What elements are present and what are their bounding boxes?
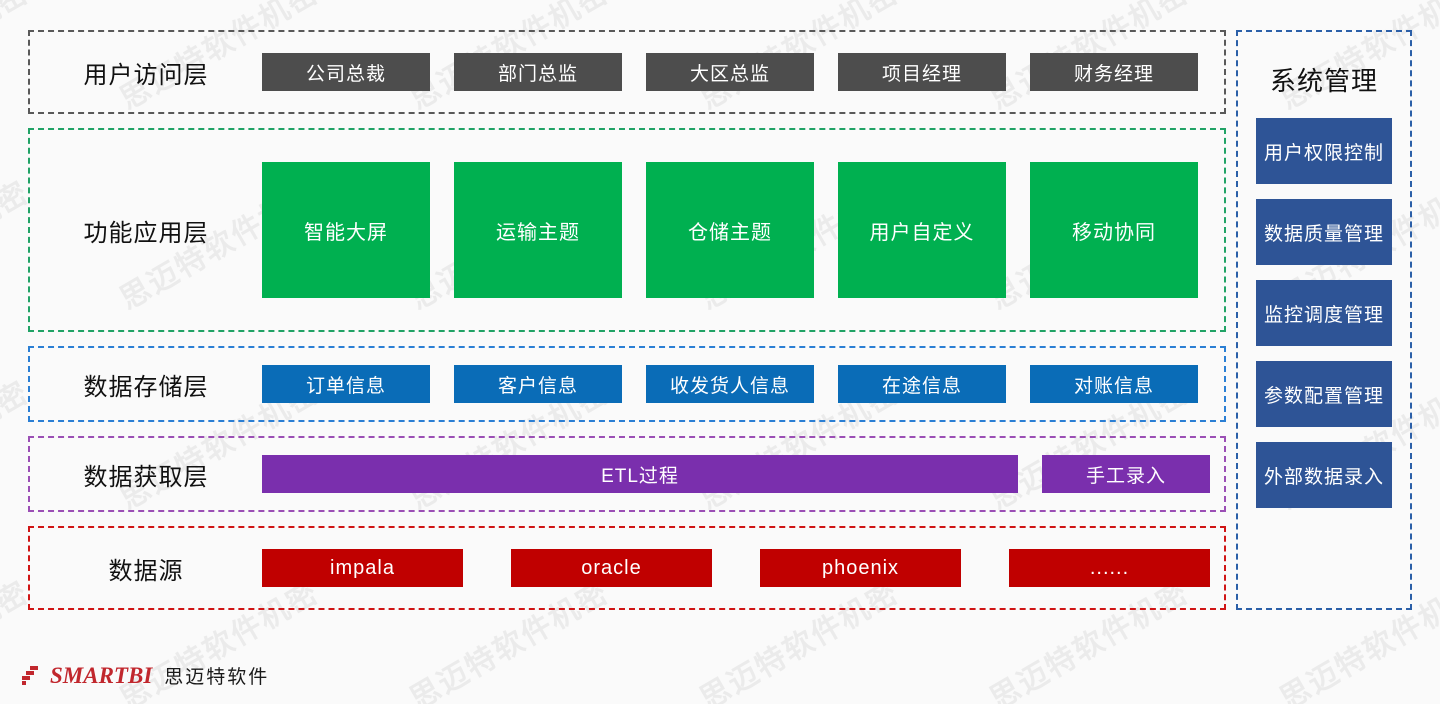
node-more[interactable]: ......: [1009, 549, 1210, 587]
layer-label-data-acquisition: 数据获取层: [83, 463, 209, 491]
layer-data-acquisition: 数据获取层 ETL过程 手工录入: [28, 436, 1226, 512]
layer-nodes-data-source: impala oracle phoenix ......: [262, 528, 1224, 608]
layer-nodes-user-access: 公司总裁 部门总监 大区总监 项目经理 财务经理: [262, 32, 1224, 112]
layer-data-source: 数据源 impala oracle phoenix ......: [28, 526, 1226, 610]
node-order-info[interactable]: 订单信息: [262, 365, 430, 403]
sidebar-item-external-data-entry[interactable]: 外部数据录入: [1256, 442, 1392, 508]
node-warehouse-topic[interactable]: 仓储主题: [646, 162, 814, 298]
node-finance-manager[interactable]: 财务经理: [1030, 53, 1198, 91]
layer-label-data-source: 数据源: [108, 557, 184, 585]
sidebar-item-parameter-config-management[interactable]: 参数配置管理: [1256, 361, 1392, 427]
node-impala[interactable]: impala: [262, 549, 463, 587]
sidebar-item-data-quality-management[interactable]: 数据质量管理: [1256, 199, 1392, 265]
node-mobile-collaboration[interactable]: 移动协同: [1030, 162, 1198, 298]
sidebar-item-user-permission-control[interactable]: 用户权限控制: [1256, 118, 1392, 184]
node-consignee-info[interactable]: 收发货人信息: [646, 365, 814, 403]
layer-label-functional-application: 功能应用层: [83, 219, 209, 247]
node-region-director[interactable]: 大区总监: [646, 53, 814, 91]
layer-functional-application: 功能应用层 智能大屏 运输主题 仓储主题 用户自定义 移动协同: [28, 128, 1226, 332]
layer-label-user-access: 用户访问层: [83, 61, 209, 89]
node-user-defined[interactable]: 用户自定义: [838, 162, 1006, 298]
sidebar-item-monitor-schedule-management[interactable]: 监控调度管理: [1256, 280, 1392, 346]
system-management-panel: 系统管理 用户权限控制 数据质量管理 监控调度管理 参数配置管理 外部数据录入: [1236, 30, 1412, 610]
smartbi-wordmark: SMARTBI: [50, 662, 153, 688]
layer-data-storage: 数据存储层 订单信息 客户信息 收发货人信息 在途信息 对账信息: [28, 346, 1226, 422]
node-company-president[interactable]: 公司总裁: [262, 53, 430, 91]
system-management-title: 系统管理: [1269, 65, 1378, 96]
layer-label-data-storage: 数据存储层: [83, 373, 209, 401]
node-project-manager[interactable]: 项目经理: [838, 53, 1006, 91]
node-reconciliation-info[interactable]: 对账信息: [1030, 365, 1198, 403]
node-etl-process[interactable]: ETL过程: [262, 455, 1018, 493]
layer-nodes-data-acquisition: ETL过程 手工录入: [262, 438, 1224, 510]
layer-stack: 用户访问层 公司总裁 部门总监 大区总监 项目经理 财务经理 功能应用层 智能大…: [28, 30, 1226, 610]
node-manual-entry[interactable]: 手工录入: [1042, 455, 1210, 493]
layer-nodes-functional-application: 智能大屏 运输主题 仓储主题 用户自定义 移动协同: [262, 130, 1224, 330]
node-smart-dashboard[interactable]: 智能大屏: [262, 162, 430, 298]
node-in-transit-info[interactable]: 在途信息: [838, 365, 1006, 403]
node-oracle[interactable]: oracle: [511, 549, 712, 587]
layer-user-access: 用户访问层 公司总裁 部门总监 大区总监 项目经理 财务经理: [28, 30, 1226, 114]
node-customer-info[interactable]: 客户信息: [454, 365, 622, 403]
company-name-cn: 思迈特软件: [164, 667, 270, 688]
node-transport-topic[interactable]: 运输主题: [454, 162, 622, 298]
layer-nodes-data-storage: 订单信息 客户信息 收发货人信息 在途信息 对账信息: [262, 348, 1224, 420]
smartbi-dots-icon: [22, 664, 38, 688]
node-phoenix[interactable]: phoenix: [760, 549, 961, 587]
node-department-director[interactable]: 部门总监: [454, 53, 622, 91]
footer-branding: SMARTBI 思迈特软件: [22, 662, 269, 689]
